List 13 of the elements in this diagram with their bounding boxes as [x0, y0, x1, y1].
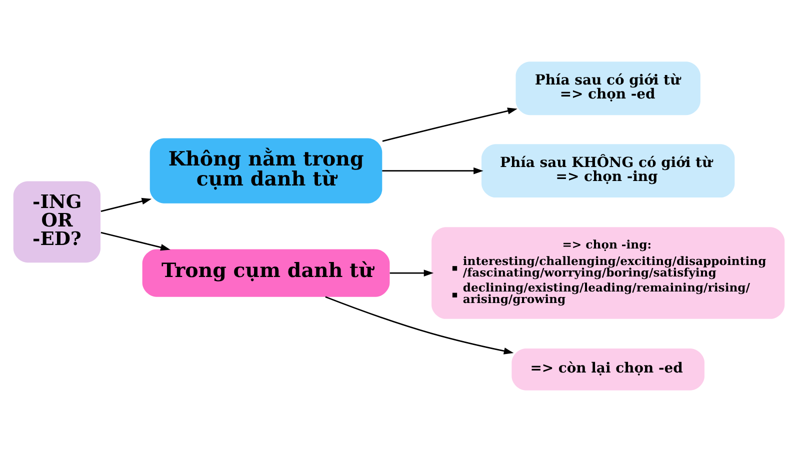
node-box: => chọn -ing: interesting/challenging/exciting/disappointing /fascinating/worrying/boring/satisfying declining/existing/leading/remaining/rising/ arising/growing: [432, 226, 785, 318]
arrow: [382, 166, 484, 174]
arrow: [390, 269, 434, 276]
node-box: => còn lại chọn -ed: [512, 348, 704, 390]
node-box: Phía sau KHÔNG có giới từ => chọn -ing: [481, 144, 735, 198]
node-box: Phía sau có giới từ => chọn -ed: [516, 61, 700, 115]
arrow: [325, 296, 514, 354]
node-box: -ING OR -ED?: [13, 180, 100, 262]
arrow: [100, 197, 152, 212]
node-box: Không nằm trong cụm danh từ: [150, 138, 382, 203]
arrow: [382, 107, 518, 142]
arrow: [100, 231, 170, 250]
node-box: Trong cụm danh từ: [142, 248, 390, 296]
